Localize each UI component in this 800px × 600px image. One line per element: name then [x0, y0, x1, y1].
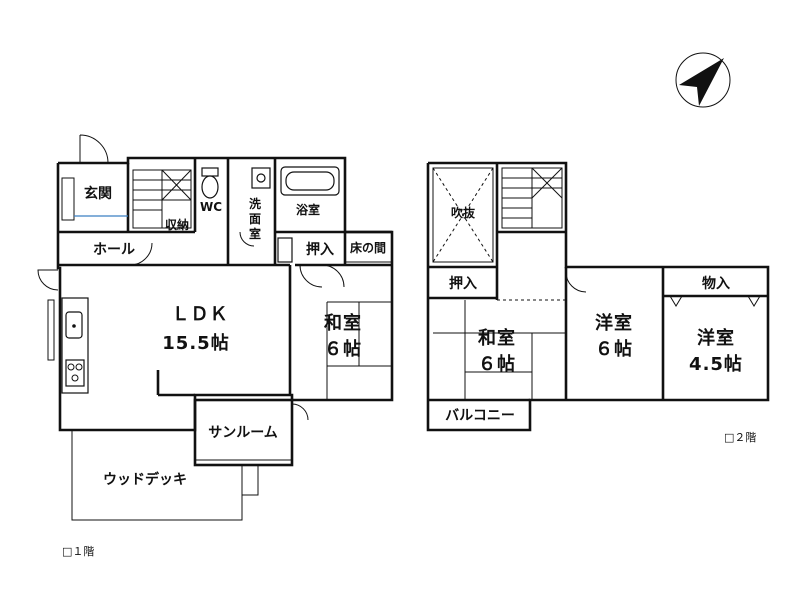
room-shuno: 収納: [165, 217, 189, 232]
room-washitsu-2f-name: 和室: [478, 327, 516, 349]
room-fukinuke: 吹抜: [451, 205, 476, 220]
kitchen: [47, 297, 89, 394]
svg-text:面: 面: [249, 212, 261, 226]
compass: [675, 52, 731, 108]
floor1-outer-wall: [56, 156, 394, 432]
room-washitsu-1f-size: ６帖: [324, 338, 362, 360]
tatami-2f: [433, 300, 566, 400]
room-hall: ホール: [93, 242, 135, 258]
room-yokushitsu: 浴室: [296, 202, 320, 217]
north-arrow-icon: [679, 58, 724, 106]
room-sunroom: サンルーム: [208, 425, 278, 441]
floor2-label: □２階: [724, 430, 756, 444]
sunroom-outline: [193, 398, 294, 467]
room-oshiire-1f: 押入: [306, 241, 334, 258]
room-yoshitsu2-size: 4.5帖: [689, 353, 743, 375]
room-genkan: 玄関: [84, 185, 112, 202]
tatami-1f: [326, 301, 392, 400]
svg-text:室: 室: [249, 226, 261, 241]
room-monoire: 物入: [702, 275, 730, 292]
room-yoshitsu1-size: ６帖: [595, 338, 633, 360]
room-washitsu-1f-name: 和室: [324, 312, 362, 334]
stairs-1f: [132, 169, 192, 229]
room-ldk-size: 15.5帖: [162, 332, 229, 354]
room-balcony: バルコニー: [445, 408, 515, 424]
floor1-label: □１階: [62, 544, 94, 558]
room-yoshitsu1-name: 洋室: [595, 312, 633, 334]
room-wooddeck: ウッドデッキ: [103, 471, 187, 488]
floor2-outer-wall: [426, 161, 770, 432]
toilet-fixture: [201, 167, 219, 199]
room-senmen: 洗 面 室: [249, 196, 261, 241]
room-yoshitsu2-name: 洋室: [697, 327, 735, 349]
svg-text:洗: 洗: [249, 196, 261, 211]
room-ldk-name: ＬＤＫ: [172, 304, 229, 325]
floor-2: 吹抜 押入 和室 ６帖 洋室 ６帖 物入 洋室 4.5帖 バルコニー □２階: [426, 161, 770, 444]
room-oshiire-2f: 押入: [449, 275, 477, 292]
room-washitsu-2f-size: ６帖: [478, 353, 516, 375]
bathtub: [280, 166, 340, 196]
wooddeck-outline: [71, 430, 259, 521]
stairs-2f: [501, 167, 563, 229]
floor-1: 玄関 収納 WC 洗 面 室 浴室 ホール 押入 床の間 ＬＤＫ 15.5帖 和…: [37, 134, 394, 558]
room-wc: WC: [200, 200, 222, 214]
room-tokonoma: 床の間: [350, 240, 386, 255]
